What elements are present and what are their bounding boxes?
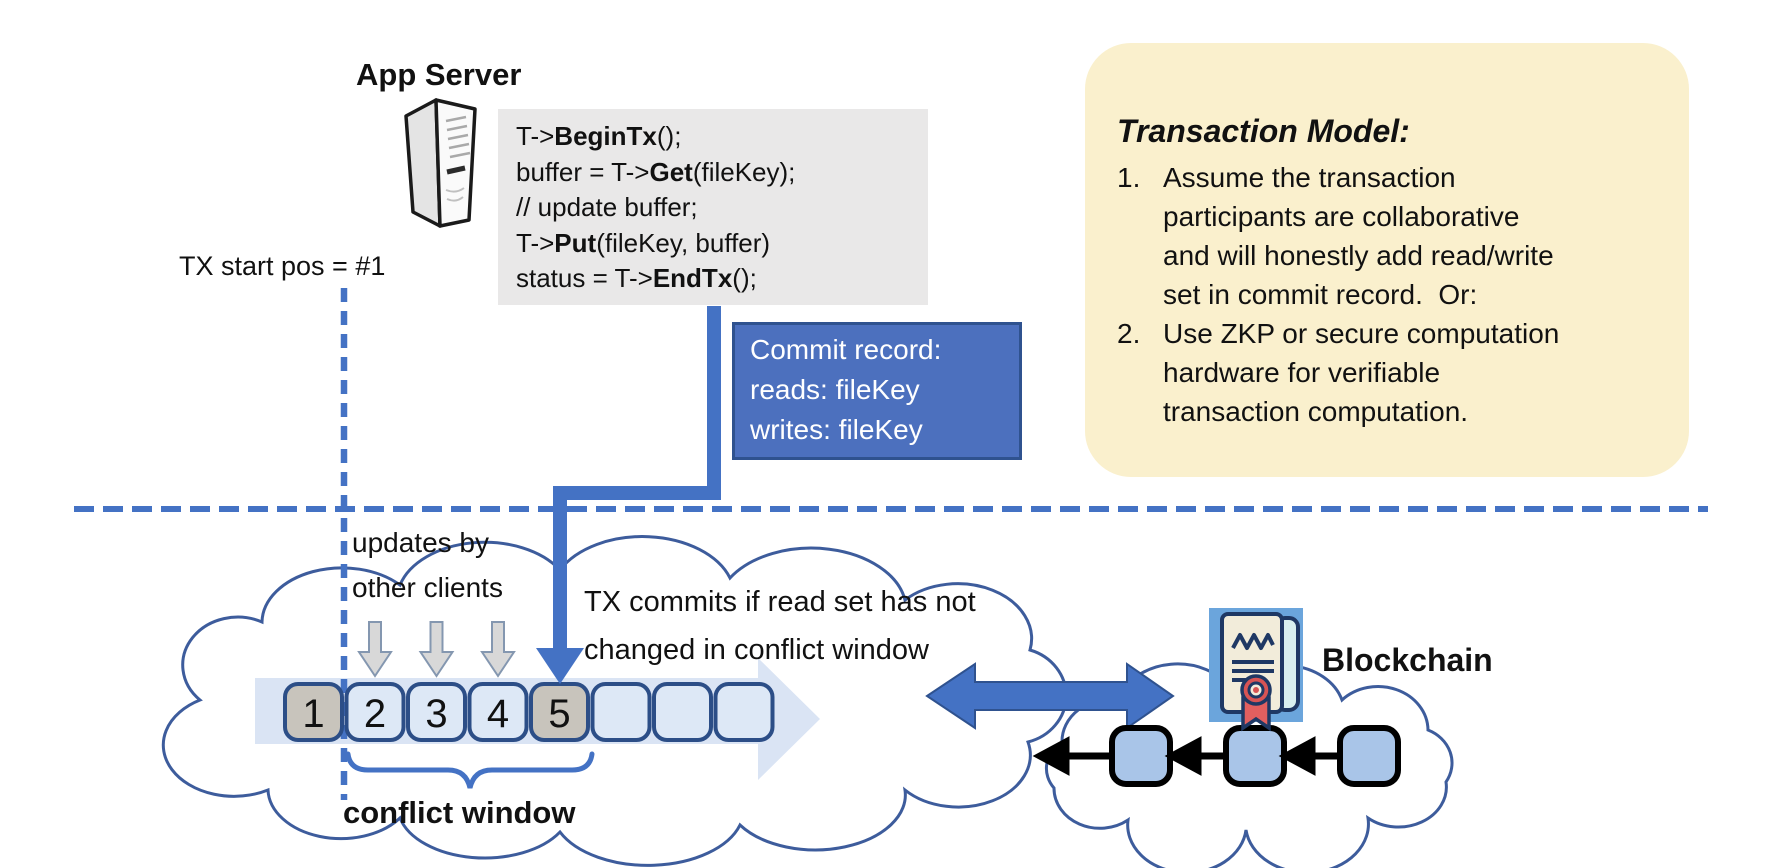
- conflict-window-brace: [345, 751, 595, 789]
- block-number: 2: [364, 692, 386, 736]
- update-arrow-icon: [418, 621, 455, 678]
- item-number: 1.: [1117, 162, 1141, 193]
- ledger-block-5: [529, 682, 590, 742]
- code-line: // update buffer;: [516, 192, 698, 222]
- chain-block: [1337, 725, 1401, 787]
- item-text: Use ZKP or secure computation hardware f…: [1163, 318, 1560, 427]
- code-line: buffer = T->Get(fileKey);: [516, 156, 796, 187]
- conflict-window-label: conflict window: [343, 795, 576, 830]
- code-line: status = T->EndTx();: [516, 263, 757, 293]
- app-server-title: App Server: [356, 57, 522, 92]
- block-number: 1: [302, 692, 324, 736]
- commit-elbow-arrowhead: [536, 648, 584, 684]
- commit-record-line: reads: fileKey: [750, 374, 920, 405]
- server-icon: [404, 98, 477, 228]
- ledger-block-2: [344, 682, 406, 742]
- update-arrow-icon: [357, 621, 393, 678]
- chain-link-arrows: [1032, 736, 1341, 776]
- chain-block: [1109, 725, 1173, 787]
- ledger-blocks: [283, 682, 775, 742]
- block-number: 5: [548, 692, 570, 736]
- contract-certificate-icon: [1209, 608, 1303, 732]
- sync-double-arrow: [925, 662, 1175, 730]
- chain-block: [1223, 725, 1287, 787]
- transaction-model-note: Transaction Model: 1. Assume the transac…: [1085, 43, 1689, 477]
- block-number: 4: [487, 692, 509, 736]
- transaction-model-item: 1. Assume the transaction participants a…: [1117, 158, 1665, 314]
- ledger-block-numbers: 1 2 3 4 5: [302, 692, 570, 736]
- transaction-model-item: 2. Use ZKP or secure computation hardwar…: [1117, 314, 1665, 431]
- tx-start-pos-label: TX start pos = #1: [179, 251, 386, 281]
- updates-by-other-clients-label: updates by other clients: [352, 527, 503, 603]
- update-arrow-icon: [480, 621, 516, 678]
- transaction-code-box: T->BeginTx(); buffer = T->Get(fileKey); …: [498, 109, 928, 305]
- commit-record-line: Commit record:: [750, 334, 942, 365]
- blockchain-label: Blockchain: [1322, 642, 1493, 678]
- commit-elbow-arrow: [553, 306, 721, 650]
- ledger-block-8: [713, 682, 775, 742]
- other-client-update-arrows: [357, 621, 516, 678]
- ledger-block-4: [467, 682, 529, 742]
- ledger-block-6: [590, 682, 652, 742]
- code-line: T->Put(fileKey, buffer): [516, 227, 771, 258]
- commit-record-box: Commit record: reads: fileKey writes: fi…: [732, 322, 1022, 460]
- ledger-block-7: [652, 682, 713, 742]
- commit-record-line: writes: fileKey: [750, 414, 923, 445]
- ledger-block-3: [406, 682, 467, 742]
- transaction-model-title: Transaction Model:: [1117, 113, 1410, 149]
- block-number: 3: [425, 692, 447, 736]
- ledger-block-1: [283, 682, 344, 742]
- chain-blocks: [1109, 725, 1401, 787]
- item-text: Assume the transaction participants are …: [1163, 162, 1554, 310]
- commit-condition-label: TX commits if read set has not changed i…: [584, 586, 976, 666]
- code-line: T->BeginTx();: [516, 121, 682, 151]
- item-number: 2.: [1117, 318, 1141, 349]
